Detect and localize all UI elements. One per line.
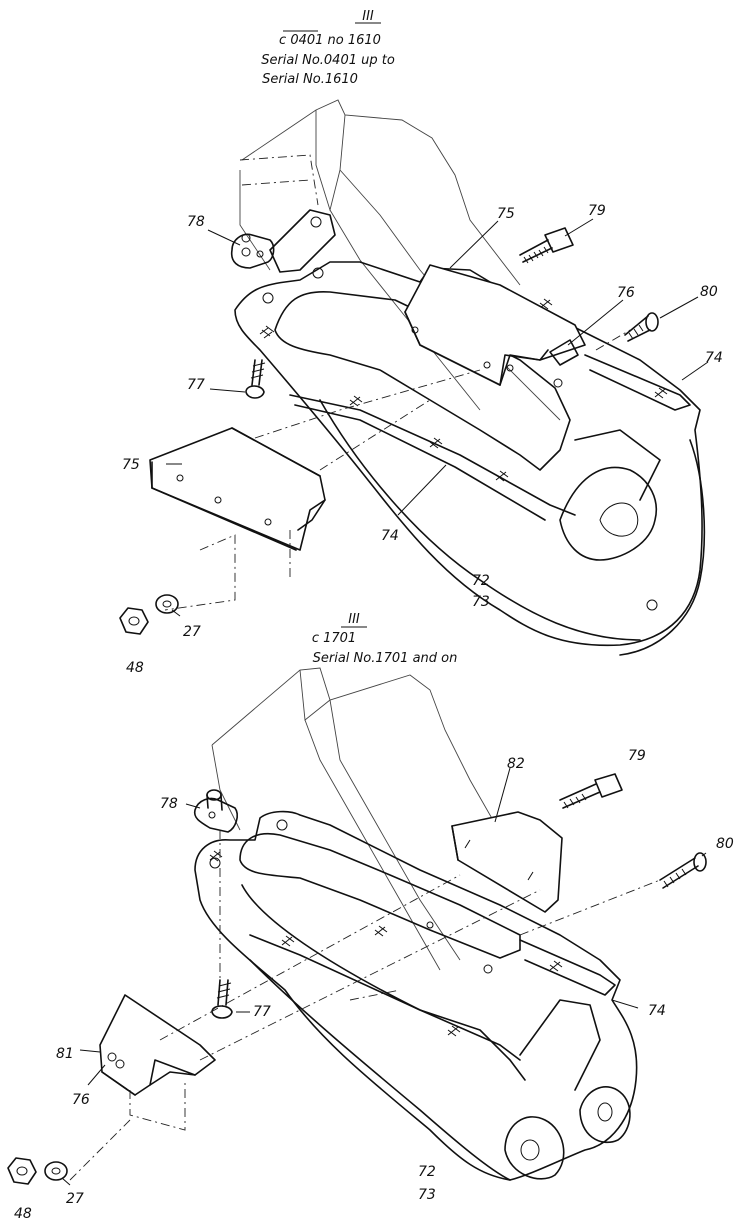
washer-27-top xyxy=(155,594,179,614)
bottom-serial-line: Serial No.1701 and on xyxy=(313,651,458,666)
callout-75-top-upper: 75 xyxy=(497,206,515,222)
callout-74-top-right: 74 xyxy=(705,350,723,366)
callout-75-top-lower: 75 xyxy=(122,457,140,473)
washer-27-bottom xyxy=(44,1161,68,1181)
callout-77-bottom: 77 xyxy=(253,1004,271,1020)
callout-76-bottom: 76 xyxy=(72,1092,90,1108)
top-serial-line-1: Serial No.0401 up to xyxy=(261,53,395,68)
callouts-bottom: 82 79 80 78 77 74 81 76 72 73 27 48 xyxy=(14,748,734,1222)
top-serial-line-2: Serial No.1610 xyxy=(262,72,358,87)
callout-27-top: 27 xyxy=(183,624,201,640)
callout-82-bottom: 82 xyxy=(507,756,525,772)
callout-78-bottom: 78 xyxy=(160,796,178,812)
bottom-serial-ru: c 1701 xyxy=(312,631,356,646)
callout-48-bottom: 48 xyxy=(14,1206,32,1221)
top-roman-numeral: III xyxy=(362,9,374,24)
callout-77-top: 77 xyxy=(187,377,205,393)
callout-73-top: 73 xyxy=(472,594,490,610)
bottom-header: III c 1701 Serial No.1701 and on xyxy=(312,612,458,666)
callout-74-top-lower: 74 xyxy=(381,528,399,544)
screw-80-top xyxy=(624,312,659,342)
bolt-79-top xyxy=(519,227,574,264)
callout-79-bottom: 79 xyxy=(628,748,646,764)
screw-77-bottom xyxy=(211,979,233,1019)
callout-79-top: 79 xyxy=(588,203,606,219)
callout-73-bottom: 73 xyxy=(418,1187,436,1203)
callout-74-bottom: 74 xyxy=(648,1003,666,1019)
callout-27-bottom: 27 xyxy=(66,1191,84,1207)
nut-48-bottom xyxy=(7,1157,37,1185)
bottom-roman-numeral: III xyxy=(348,612,360,627)
callout-48-top: 48 xyxy=(126,660,144,676)
callouts-top: 78 75 79 76 80 77 74 75 74 72 73 27 48 xyxy=(122,203,723,676)
callout-72-top: 72 xyxy=(472,573,490,589)
bottom-assembly xyxy=(7,667,707,1186)
callout-78-top: 78 xyxy=(187,214,205,230)
callout-72-bottom: 72 xyxy=(418,1164,436,1180)
callout-81-bottom: 81 xyxy=(56,1046,74,1062)
nut-48-top xyxy=(119,607,149,635)
bolt-79-bottom xyxy=(559,773,623,809)
top-header: III c 0401 no 1610 Serial No.0401 up to … xyxy=(261,9,395,87)
callout-80-top: 80 xyxy=(700,284,718,300)
top-assembly xyxy=(119,99,709,656)
screw-77-top xyxy=(245,359,266,399)
callout-80-bottom: 80 xyxy=(716,836,734,852)
top-serial-range-ru: c 0401 no 1610 xyxy=(279,33,381,48)
callout-76-top: 76 xyxy=(617,285,635,301)
screw-80-bottom xyxy=(659,852,707,889)
